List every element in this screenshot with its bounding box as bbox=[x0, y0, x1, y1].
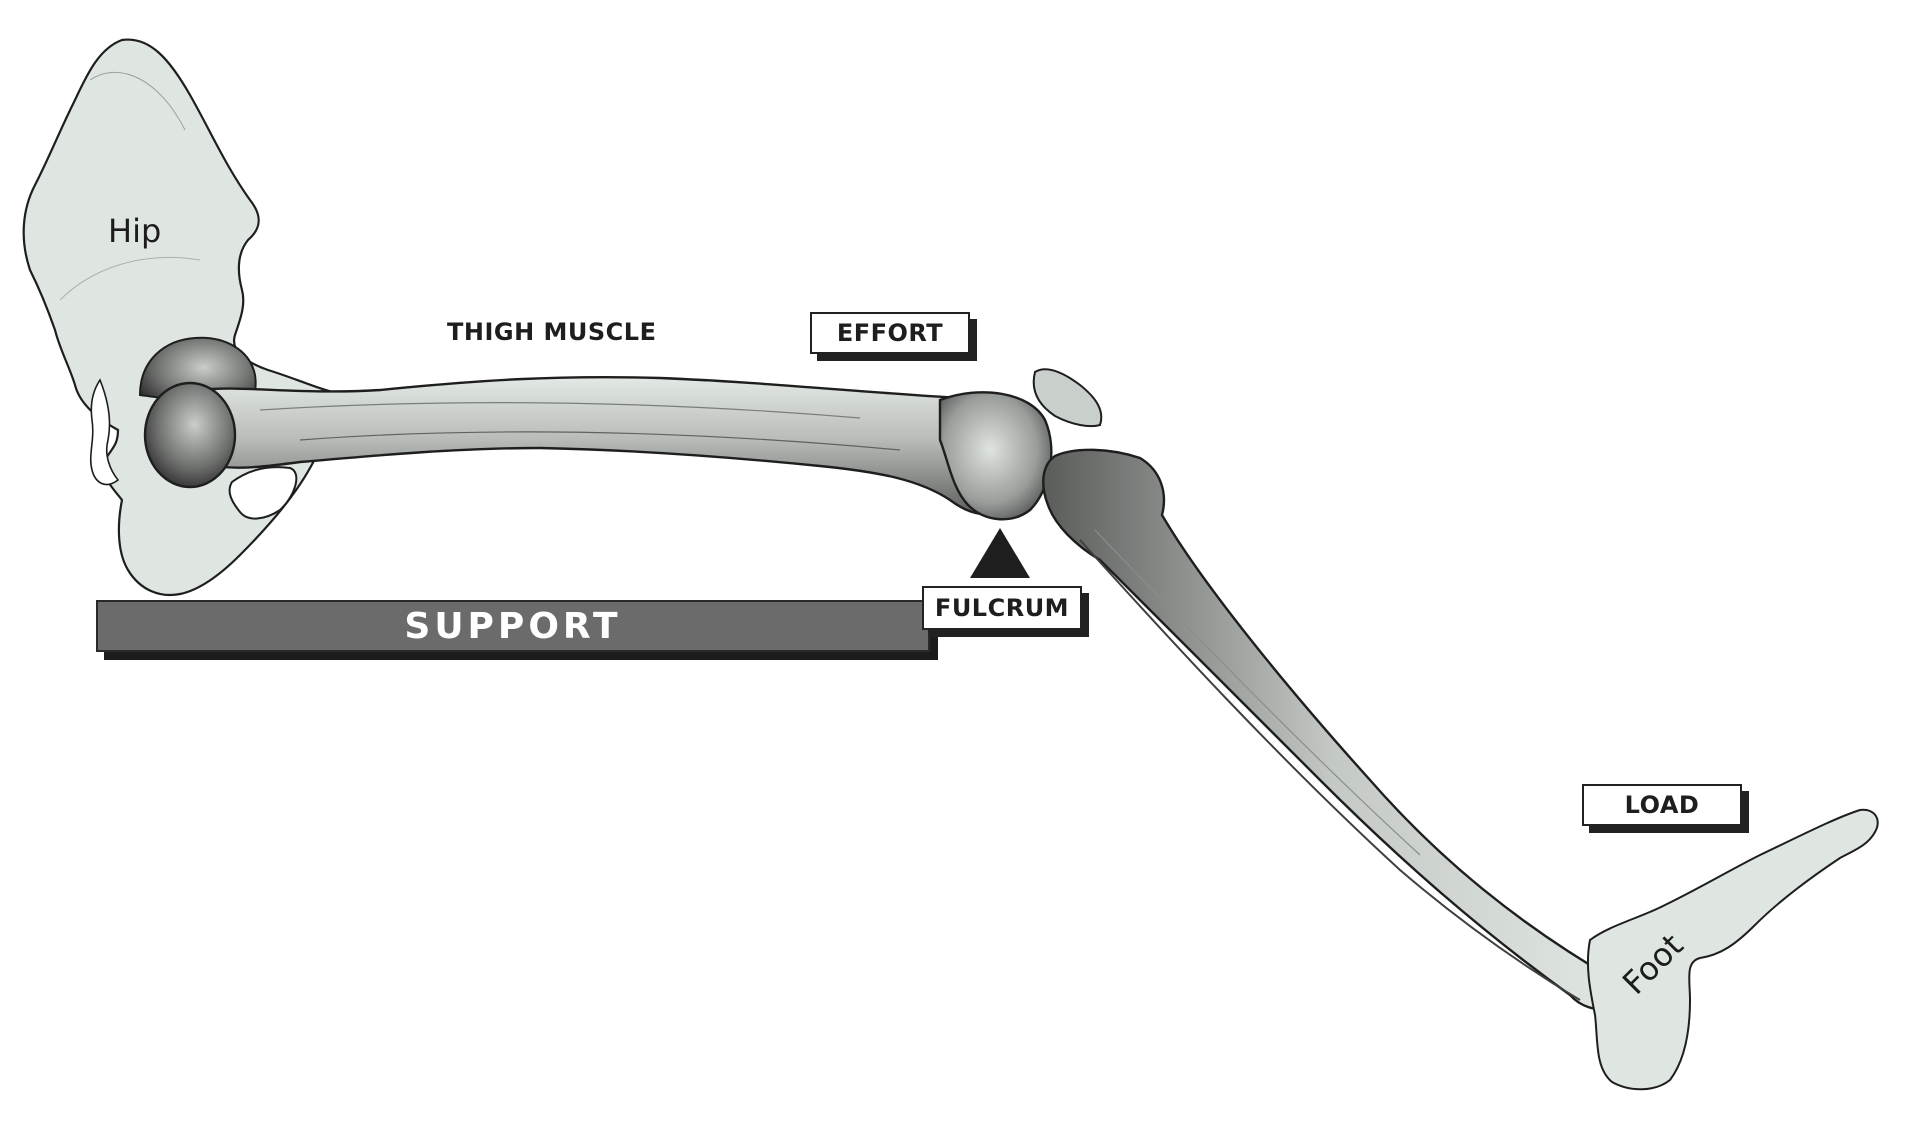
patella-bone bbox=[1032, 368, 1103, 428]
hip-bone bbox=[22, 38, 358, 596]
fulcrum-tag: FULCRUM bbox=[922, 586, 1082, 630]
femur-bone bbox=[138, 336, 1053, 521]
foot-bone bbox=[1586, 808, 1879, 1091]
tibia-fibula-bones bbox=[1042, 448, 1626, 1011]
load-tag: LOAD bbox=[1582, 784, 1742, 826]
effort-tag: EFFORT bbox=[810, 312, 970, 354]
support-bar: SUPPORT bbox=[96, 600, 930, 652]
hip-label: Hip bbox=[108, 212, 162, 250]
thigh-muscle-label: THIGH MUSCLE bbox=[447, 318, 657, 346]
fulcrum-triangle-icon bbox=[970, 528, 1030, 578]
